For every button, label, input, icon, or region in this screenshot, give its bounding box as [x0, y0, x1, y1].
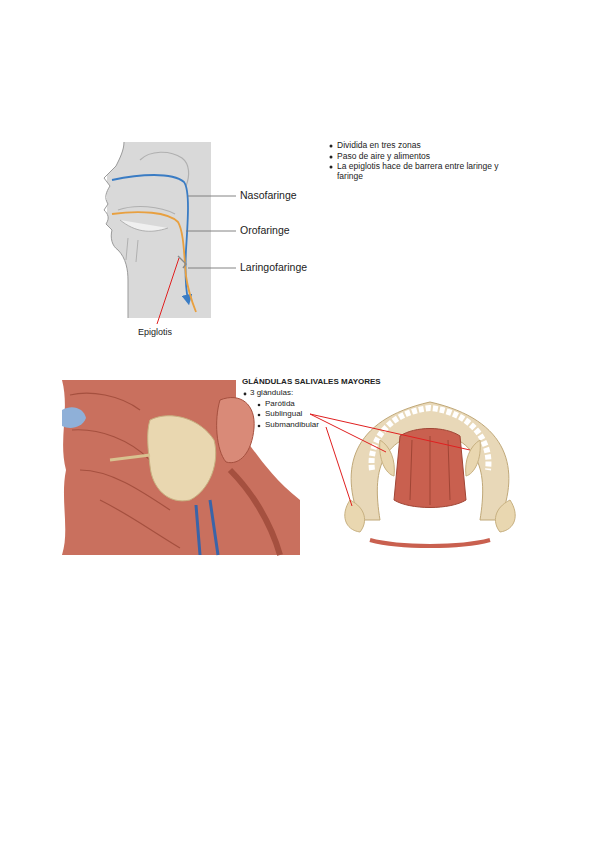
label-text: Sublingual	[265, 409, 302, 419]
region-label: Orofaringe	[240, 224, 290, 237]
face-illustration	[62, 380, 300, 555]
bullet	[330, 156, 333, 159]
label-text: La epiglotis hace de barrera entre larin…	[337, 161, 512, 181]
part-label: Epiglotis	[138, 327, 172, 338]
bullet	[330, 145, 333, 148]
red-leader-line	[310, 414, 470, 450]
face-outside	[104, 142, 128, 318]
leader-line	[188, 268, 236, 269]
leader-line	[186, 231, 236, 232]
label-text: Laringofaringe	[240, 261, 307, 274]
red-leader-line	[157, 258, 179, 324]
air-path	[112, 175, 188, 300]
label-text: Paso de aire y alimentos	[337, 151, 430, 161]
parotid-gland	[148, 416, 216, 501]
submandibular-gland	[495, 500, 515, 532]
vessels	[196, 500, 218, 555]
bullet-text: Dividida en tres zonas	[337, 140, 421, 150]
sublingual-gland	[466, 440, 481, 476]
nose-tip	[62, 407, 86, 428]
region-label: Laringofaringe	[240, 261, 307, 274]
jaw	[126, 238, 138, 262]
bullet	[258, 414, 261, 417]
red-leader-line	[326, 427, 352, 506]
food-path	[112, 212, 196, 312]
section-heading: GLÁNDULAS SALIVALES MAYORES	[242, 377, 381, 387]
bullet-text: Submandibular	[265, 420, 319, 430]
label-text: Parótida	[265, 399, 295, 409]
tongue	[120, 220, 168, 231]
bullet	[330, 166, 333, 169]
bullet	[258, 425, 261, 428]
epiglottis-shape	[178, 256, 186, 268]
parotid-duct	[110, 455, 150, 460]
label-text: Orofaringe	[240, 224, 290, 237]
bullet-text: La epiglotis hace de barrera entre larin…	[337, 161, 512, 181]
bullet	[258, 404, 261, 407]
mouth-floor-illustration	[345, 402, 515, 546]
mandible	[351, 402, 509, 520]
muscle-fibres	[410, 436, 450, 505]
label-text: Nasofaringe	[240, 189, 297, 202]
red-leader-line	[310, 414, 386, 452]
neck-muscle	[230, 470, 280, 555]
bullet-text: 3 glándulas:	[250, 388, 293, 398]
submandibular-gland	[345, 500, 365, 532]
bullet-text: Sublingual	[265, 409, 302, 419]
hyoid-muscles	[370, 540, 490, 546]
label-text: Epiglotis	[138, 327, 172, 338]
label-text: Submandibular	[265, 420, 319, 430]
bullet-text: Paso de aire y alimentos	[337, 151, 430, 161]
bullet	[244, 393, 247, 396]
region-label: Nasofaringe	[240, 189, 297, 202]
leader-line	[188, 196, 236, 197]
label-text: Dividida en tres zonas	[337, 140, 421, 150]
label-text: 3 glándulas:	[250, 388, 293, 398]
ear	[217, 398, 255, 463]
face-profile	[104, 142, 128, 318]
pharynx-illustration	[104, 142, 236, 324]
facial-muscles	[62, 380, 300, 555]
tongue-muscles	[394, 429, 466, 508]
label-text: GLÁNDULAS SALIVALES MAYORES	[242, 377, 381, 387]
sublingual-gland	[380, 440, 395, 476]
bullet-text: Parótida	[265, 399, 295, 409]
